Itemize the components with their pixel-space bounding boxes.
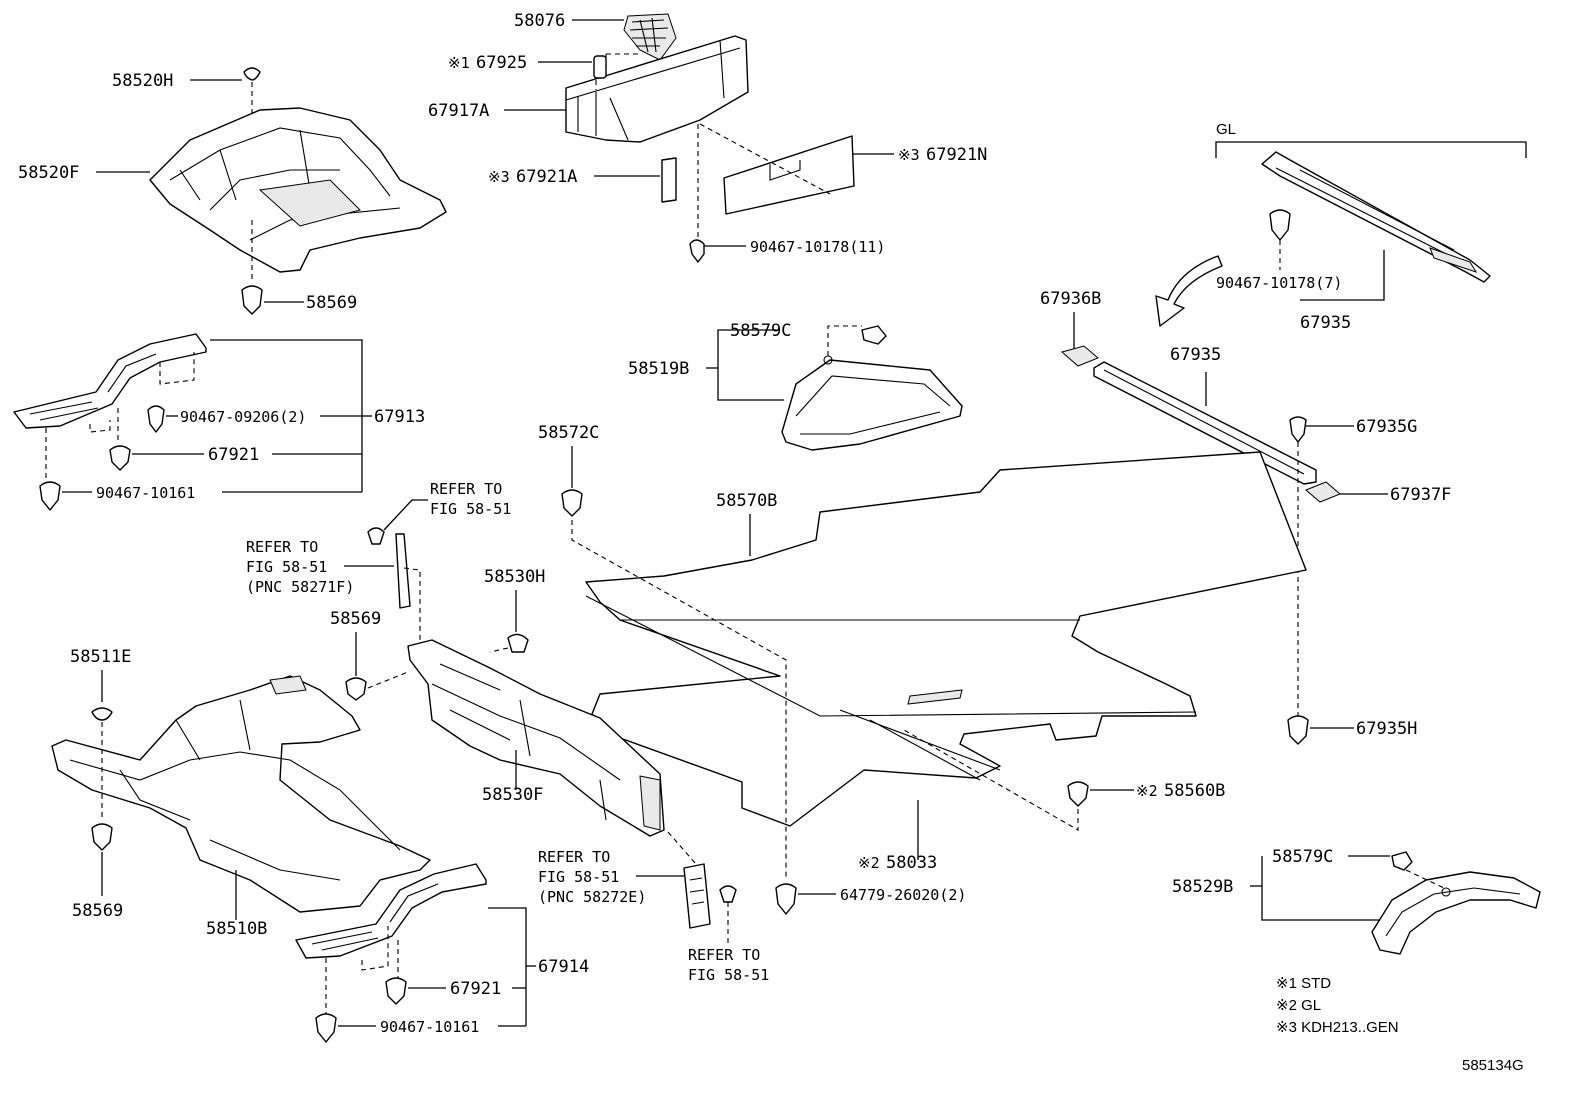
label-58560B: 58560B [1164,781,1225,801]
marker-3b: ※3 [898,146,920,164]
label-58569-bot: 58569 [72,901,123,921]
label-67921-a: 67921 [208,445,259,465]
label-58570B: 58570B [716,491,777,511]
label-67937F: 67937F [1390,485,1451,505]
label-67921N: 67921N [926,145,987,165]
label-90467-10161-a: 90467-10161 [96,484,195,502]
label-58530H: 58530H [484,567,545,587]
marker-1: ※1 [448,54,470,72]
label-90467-10178-7: 90467-10178(7) [1216,274,1342,292]
label-90467-09206-2: 90467-09206(2) [180,408,306,426]
refer-c-line2: FIG 58-51 [538,868,619,886]
label-58529B: 58529B [1172,877,1233,897]
center-floor-silencer [407,639,665,837]
marker-2b: ※2 [858,854,880,872]
rear-step-plate-gl [1261,151,1491,283]
refer-c-line1: REFER TO [538,848,610,866]
label-64779-26020-2: 64779-26020(2) [840,886,966,904]
refer-a-line2: FIG 58-51 [430,500,511,518]
legend-item-3: ※3 KDH213..GEN [1276,1019,1399,1036]
label-67936B: 67936B [1040,289,1101,309]
label-67921A: 67921A [516,167,577,187]
refer-a-line1: REFER TO [430,480,502,498]
label-58569-mid: 58569 [330,609,381,629]
label-90467-10161-b: 90467-10161 [380,1018,479,1036]
label-58076: 58076 [514,11,565,31]
diagram-id: 585134G [1462,1057,1524,1074]
label-58520H: 58520H [112,71,173,91]
marker-3a: ※3 [488,168,510,186]
label-58579C-a: 58579C [730,321,791,341]
label-67914: 67914 [538,957,589,977]
label-67935H: 67935H [1356,719,1417,739]
direction-arrow [1155,255,1223,327]
gl-bracket-label: GL [1216,121,1236,138]
label-58579C-b: 58579C [1272,847,1333,867]
label-58033: 58033 [886,853,937,873]
label-58510B: 58510B [206,919,267,939]
label-58530F: 58530F [482,785,543,805]
front-floor-silencer [149,107,447,273]
label-90467-10178-11: 90467-10178(11) [750,238,885,256]
refer-b-line3: (PNC 58271F) [246,578,354,596]
refer-b-line2: FIG 58-51 [246,558,327,576]
wheel-house-cover [1371,871,1541,955]
label-67935-top: 67935 [1300,313,1351,333]
label-58569-top: 58569 [306,293,357,313]
refer-c-line3: (PNC 58272E) [538,888,646,906]
label-67921-b: 67921 [450,979,501,999]
legend-item-1: ※1 STD [1276,975,1331,992]
label-58520F: 58520F [18,163,79,183]
refer-d-line1: REFER TO [688,946,760,964]
front-floor-silencer-lower [51,675,431,913]
legend-item-2: ※2 GL [1276,997,1321,1014]
label-58572C: 58572C [538,423,599,443]
marker-2a: ※2 [1136,782,1158,800]
label-67935G: 67935G [1356,417,1417,437]
refer-b-line1: REFER TO [246,538,318,556]
rear-step-cover-assembly [565,13,855,263]
label-67917A: 67917A [428,101,489,121]
refer-d-line2: FIG 58-51 [688,966,769,984]
rear-floor-carpet [585,451,1307,827]
label-67935-mid: 67935 [1170,345,1221,365]
label-67913: 67913 [374,407,425,427]
front-scuff-plate-right [295,863,487,1014]
gl-bracket [1215,141,1527,158]
spare-wheel-cover [781,325,963,451]
front-scuff-plate-left [13,333,207,480]
label-67925: 67925 [476,53,527,73]
label-58511E: 58511E [70,647,131,667]
label-58519B: 58519B [628,359,689,379]
